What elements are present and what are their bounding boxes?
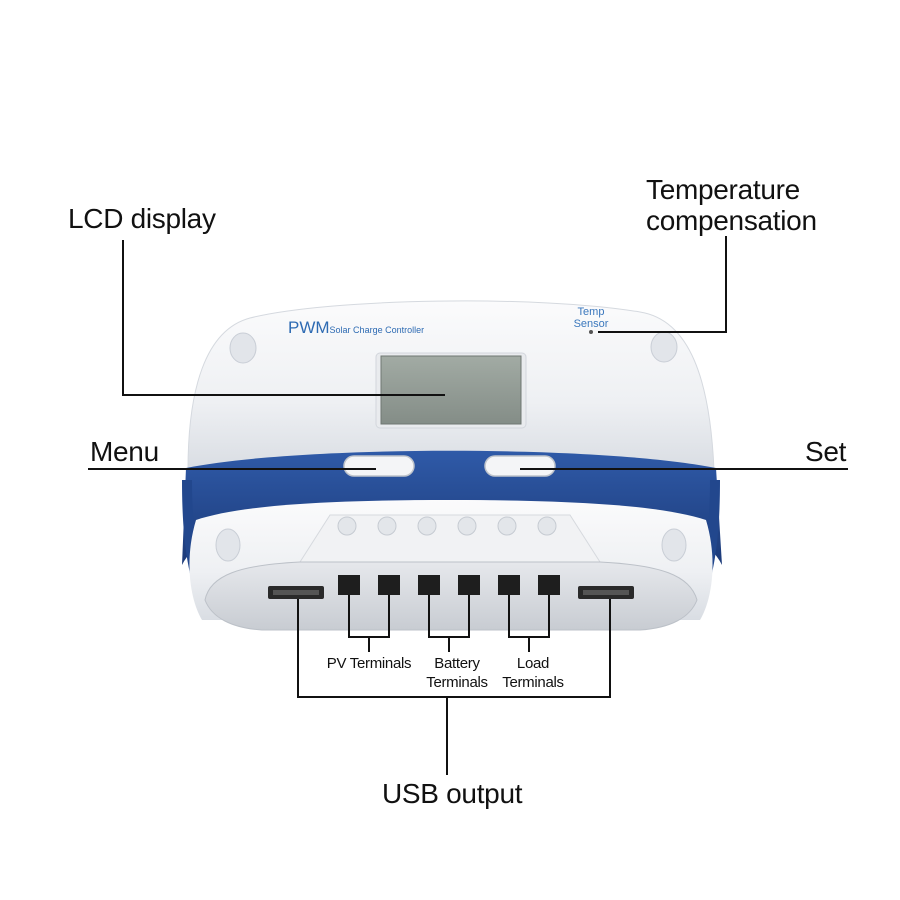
mount-hole-bottom-right xyxy=(661,528,687,562)
terminal-socket-2 xyxy=(378,575,400,595)
load-label-line1: Load xyxy=(516,655,550,672)
screw-hole-6 xyxy=(537,516,557,536)
battery-label-line1: Battery xyxy=(434,655,480,672)
usb-bracket xyxy=(297,599,611,698)
brand-main: PWM xyxy=(288,318,330,337)
temp-sensor-label: Temp Sensor xyxy=(566,306,616,330)
terminal-socket-5 xyxy=(498,575,520,595)
screw-hole-4 xyxy=(457,516,477,536)
terminal-socket-4 xyxy=(458,575,480,595)
temp-label-line1: Temp xyxy=(577,306,605,318)
connector-face xyxy=(204,561,698,631)
pv-terminals-label: PV Terminals xyxy=(326,655,412,672)
usb-output-label: USB output xyxy=(382,778,523,809)
menu-label: Menu xyxy=(90,436,159,467)
temp-callout-line xyxy=(598,236,727,333)
battery-terminals-label: Battery Terminals xyxy=(417,654,497,692)
usb-port-left-inner xyxy=(273,590,319,595)
temp-label-line2: Sensor xyxy=(573,318,609,330)
screw-holes xyxy=(337,516,557,536)
load-terminals-label: Load Terminals xyxy=(493,654,573,692)
mount-hole-bottom-left xyxy=(215,528,241,562)
temperature-compensation-label: Temperature compensation xyxy=(646,174,817,236)
set-button[interactable] xyxy=(484,455,556,477)
set-label: Set xyxy=(805,436,847,467)
mount-hole-top-right xyxy=(650,331,678,363)
lcd-callout-line xyxy=(122,240,445,396)
callout-lines xyxy=(88,236,848,775)
terminal-sockets xyxy=(338,575,560,595)
terminal-socket-1 xyxy=(338,575,360,595)
brand-sub: Solar Charge Controller xyxy=(329,325,425,335)
brand-label: PWMSolar Charge Controller xyxy=(288,318,424,338)
lcd-screen xyxy=(380,355,522,425)
lcd-display-label: LCD display xyxy=(68,203,216,234)
screw-hole-3 xyxy=(417,516,437,536)
terminal-socket-3 xyxy=(418,575,440,595)
blue-band xyxy=(182,450,722,565)
temp-sensor-hole xyxy=(589,330,593,334)
terminal-socket-6 xyxy=(538,575,560,595)
temperature-label-line2: compensation xyxy=(646,205,817,236)
temperature-label-line1: Temperature xyxy=(646,174,800,205)
mount-hole-top-left xyxy=(229,332,257,364)
screw-hole-1 xyxy=(337,516,357,536)
usb-port-right-inner xyxy=(583,590,629,595)
menu-button[interactable] xyxy=(343,455,415,477)
load-label-line2: Terminals xyxy=(502,674,564,691)
screw-hole-5 xyxy=(497,516,517,536)
battery-label-line2: Terminals xyxy=(426,674,488,691)
screw-hole-2 xyxy=(377,516,397,536)
